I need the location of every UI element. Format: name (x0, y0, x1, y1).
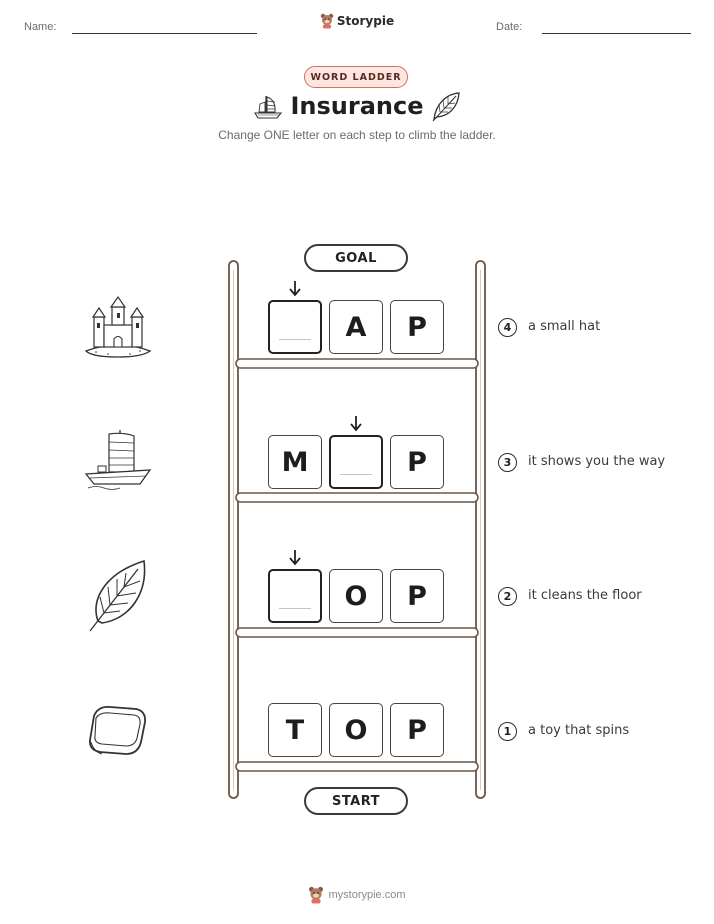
letter-tile: O (329, 569, 383, 623)
clue-text: a small hat (528, 319, 601, 334)
letter-tile-text: T (285, 714, 305, 746)
clue-text: it shows you the way (528, 454, 666, 469)
letter-tile: P (390, 703, 444, 757)
letter-tile-blank[interactable] (329, 435, 383, 489)
clue-text: a toy that spins (528, 723, 630, 738)
sandcastle-icon (84, 295, 152, 358)
page-title: Insurance (290, 92, 424, 120)
down-arrow-icon (350, 416, 362, 432)
worksheet-type-badge: WORD LADDER (304, 66, 408, 88)
letter-tile: O (329, 703, 383, 757)
letter-tile-text: O (344, 580, 368, 612)
ladder-rails (228, 260, 486, 799)
letter-tile-text: A (345, 311, 367, 343)
leaf-icon (432, 92, 460, 122)
name-label: Name: (24, 21, 57, 33)
leaf-icon (89, 559, 146, 632)
letter-tile-text: P (407, 580, 427, 612)
bear-icon (309, 886, 324, 904)
letter-tile: A (329, 300, 383, 354)
instructions: Change ONE letter on each step to climb … (218, 128, 496, 142)
clue-text: it cleans the floor (528, 588, 642, 603)
letter-tile-text: P (407, 446, 427, 478)
letter-tile: M (268, 435, 322, 489)
bear-icon (320, 13, 334, 29)
step-number: 2 (498, 587, 517, 606)
step-number: 1 (498, 722, 517, 741)
date-label: Date: (496, 21, 523, 33)
name-line[interactable] (72, 33, 257, 34)
date-line[interactable] (542, 33, 691, 34)
ladder-rungs (235, 358, 479, 772)
letter-tile-text: P (407, 311, 427, 343)
letter-tile: T (268, 703, 322, 757)
letter-tile: P (390, 300, 444, 354)
brand-name: Storypie (336, 14, 395, 28)
footer: mystorypie.com (0, 886, 714, 904)
step-number: 4 (498, 318, 517, 337)
letter-tile-text: P (407, 714, 427, 746)
goal-label: GOAL (304, 244, 408, 272)
letter-tile-text: O (344, 714, 368, 746)
letter-tile-blank[interactable] (268, 300, 322, 354)
junk-boat-icon (254, 96, 283, 119)
down-arrow-icon (289, 550, 301, 566)
letter-tile-text: M (281, 446, 309, 478)
down-arrow-icon (289, 281, 301, 297)
brand-logo: Storypie (0, 13, 714, 29)
letter-tile-blank[interactable] (268, 569, 322, 623)
step-number: 3 (498, 453, 517, 472)
letter-tile: P (390, 569, 444, 623)
footer-url: mystorypie.com (328, 889, 406, 901)
letter-tile: P (390, 435, 444, 489)
sailboat-icon (84, 430, 152, 490)
soap-bar-icon (89, 706, 146, 755)
start-label: START (304, 787, 408, 815)
